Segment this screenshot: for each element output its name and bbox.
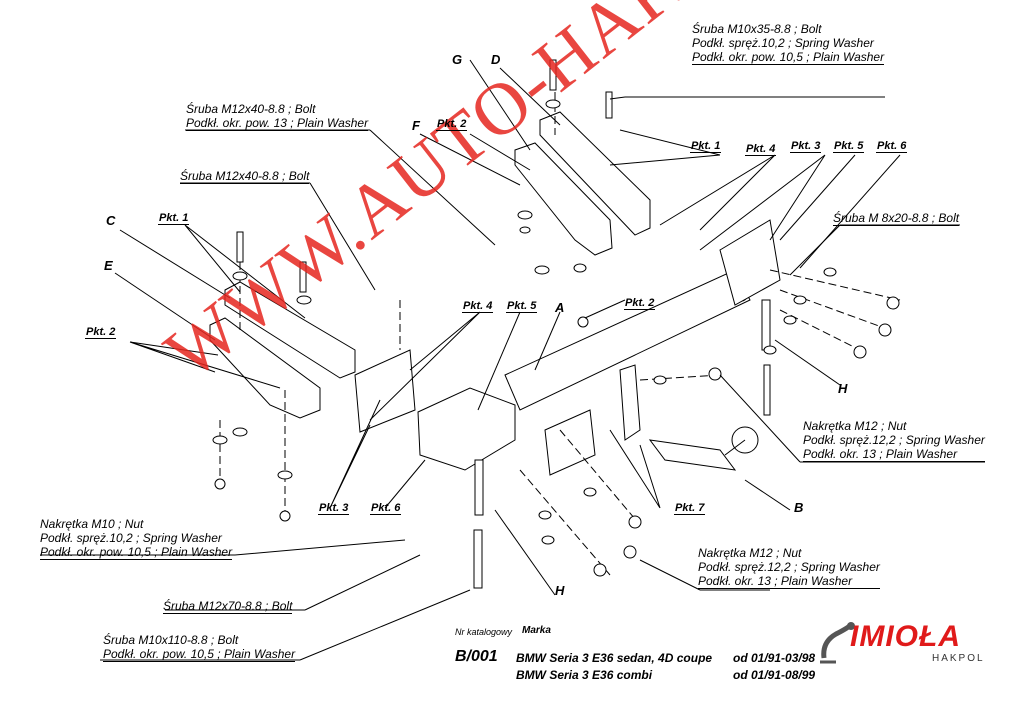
- part-letter-c: C: [106, 213, 116, 228]
- callout-nut-m12-bottom: Nakrętka M12 ; Nut Podkł. spręż.12,2 ; S…: [698, 546, 880, 589]
- part-letter-d: D: [491, 52, 501, 67]
- pkt-label: Pkt. 6: [370, 502, 402, 515]
- catalog-number: B/001: [455, 648, 498, 665]
- pkt-label: Pkt. 7: [674, 502, 706, 515]
- part-letter-h-right: H: [838, 381, 848, 396]
- pkt-label: Pkt. 2: [624, 297, 656, 310]
- model-row-2: BMW Seria 3 E36 combi: [516, 668, 653, 682]
- years-row-2: od 01/91-08/99: [733, 668, 816, 682]
- pkt-label: Pkt. 6: [876, 140, 908, 153]
- callout-bolt-m12x40-b: Śruba M12x40-8.8 ; Bolt: [180, 169, 310, 184]
- pkt-label: Pkt. 4: [745, 143, 777, 156]
- callout-bolt-m12x40-a: Śruba M12x40-8.8 ; Bolt Podkł. okr. pow.…: [186, 102, 369, 131]
- callout-bolt-m10x110: Śruba M10x110-8.8 ; Bolt Podkł. okr. pow…: [103, 633, 296, 662]
- pkt-label: Pkt. 2: [436, 118, 468, 131]
- pkt-label: Pkt. 1: [690, 140, 722, 153]
- callout-bolt-m12x70: Śruba M12x70-8.8 ; Bolt: [163, 599, 293, 614]
- part-letter-f: F: [412, 118, 420, 133]
- callout-bolt-m8x20: Śruba M 8x20-8.8 ; Bolt: [833, 211, 960, 226]
- brand-label: Marka: [522, 625, 551, 636]
- part-letter-e: E: [104, 258, 113, 273]
- callout-nut-m12-right: Nakrętka M12 ; Nut Podkł. spręż.12,2 ; S…: [803, 419, 985, 462]
- part-letter-a: A: [555, 300, 565, 315]
- pkt-label: Pkt. 3: [790, 140, 822, 153]
- pkt-label: Pkt. 4: [462, 300, 494, 313]
- logo-sub: HAKPOL: [932, 653, 985, 664]
- pkt-label: Pkt. 5: [833, 140, 865, 153]
- catalog-number-label: Nr katalogowy: [455, 627, 513, 637]
- pkt-label: Pkt. 5: [506, 300, 538, 313]
- callout-bolt-m10x35: Śruba M10x35-8.8 ; Bolt Podkł. spręż.10,…: [692, 22, 885, 65]
- model-row-1: BMW Seria 3 E36 sedan, 4D coupe: [516, 651, 713, 665]
- pkt-label: Pkt. 2: [85, 326, 117, 339]
- logo-name: IMIOŁA: [850, 620, 961, 653]
- callout-nut-m10: Nakrętka M10 ; Nut Podkł. spręż.10,2 ; S…: [40, 517, 233, 560]
- pkt-label: Pkt. 1: [158, 212, 190, 225]
- part-letter-g: G: [452, 52, 463, 67]
- pkt-label: Pkt. 3: [318, 502, 350, 515]
- part-letter-h-bottom: H: [555, 583, 565, 598]
- part-letter-b: B: [794, 500, 804, 515]
- logo-hook-icon: [820, 622, 855, 664]
- years-row-1: od 01/91-03/98: [733, 651, 816, 665]
